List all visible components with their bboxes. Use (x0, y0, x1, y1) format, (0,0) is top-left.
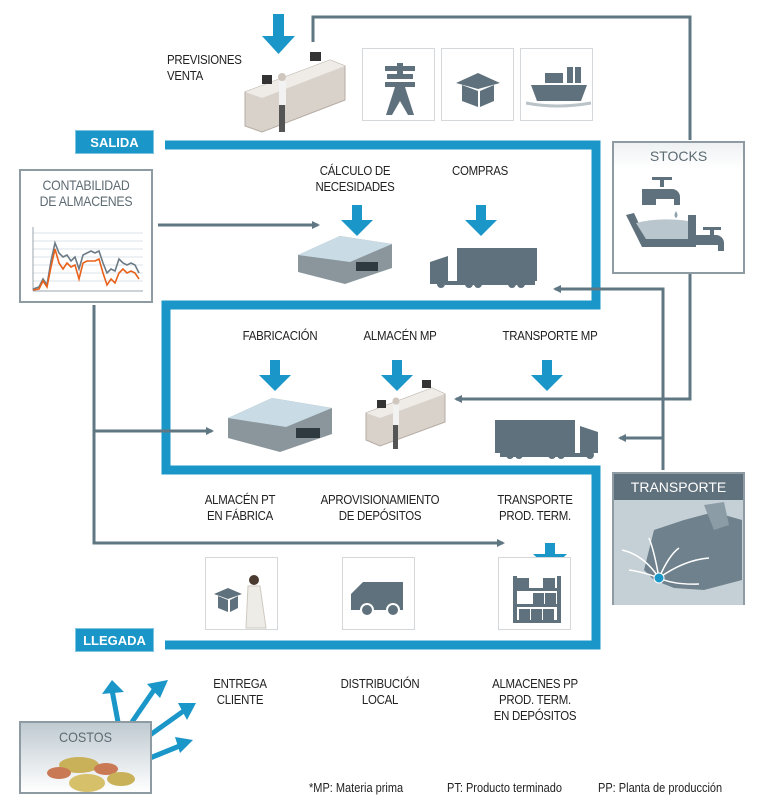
stocks-panel: STOCKS (612, 141, 745, 274)
costos-title: COSTOS (59, 729, 112, 745)
label-line: PREVISIONES (167, 52, 242, 67)
label-line: DE DEPÓSITOS (338, 508, 422, 523)
arrow-almacen-mp-icon (381, 360, 413, 391)
connector-stocks-to-previsiones (311, 15, 692, 140)
label-line: PROD. TERM. (499, 692, 571, 707)
arrow-calculo-icon (341, 205, 373, 236)
legend-pp: PP: Planta de producción (598, 781, 723, 795)
costos-panel: COSTOS (19, 721, 152, 794)
label-line: CONTABILIDAD (42, 177, 130, 193)
factory-building-illustration (228, 398, 332, 452)
europe-map-icon (614, 500, 743, 605)
icon-box-worker (205, 557, 278, 630)
label-line: VENTA (167, 68, 203, 83)
power-pylon-icon (385, 63, 415, 115)
entrega-cliente-label: ENTREGA CLIENTE (200, 676, 279, 708)
arrow-compras-icon (465, 205, 497, 236)
truck-transporte-mp-icon (495, 420, 598, 459)
fabricacion-label: FABRICACIÓN (242, 328, 318, 343)
faucet-tank-icon (626, 177, 724, 251)
coins-icon (47, 757, 135, 792)
open-box-icon (456, 73, 500, 107)
transporte-pt-label: TRANSPORTE PROD. TERM. (491, 492, 579, 524)
arrow-fabricacion-icon (259, 360, 291, 391)
label-line: LOCAL (361, 692, 399, 707)
transporte-title: TRANSPORTE (614, 474, 743, 500)
arrow-previsiones-icon (262, 14, 295, 54)
icon-box-box (441, 48, 514, 121)
transporte-panel: TRANSPORTE (612, 472, 745, 605)
worker-with-box-icon (214, 575, 267, 629)
connector-transporte-to-compras (553, 285, 665, 470)
calculo-necesidades-label: CÁLCULO DE NECESIDADES (307, 163, 404, 195)
distribucion-local-label: DISTRIBUCIÓN LOCAL (332, 676, 429, 708)
contabilidad-title: CONTABILIDAD DE ALMACENES (29, 177, 143, 209)
label-line: ALMACENES PP (492, 676, 578, 691)
stage-salida-tag: SALIDA (75, 130, 154, 154)
transporte-mp-label: TRANSPORTE MP (502, 328, 598, 343)
connector-contabilidad-down (92, 305, 505, 547)
previsiones-venta-label: PREVISIONES VENTA (167, 52, 242, 84)
label-line: EN DEPÓSITOS (493, 708, 577, 723)
flow-path-top-loop (161, 140, 601, 650)
icon-box-ship (520, 48, 593, 121)
label-line: ALMACÉN PT (204, 492, 276, 507)
warehouse-counter-illustration (365, 380, 446, 449)
flow-path (161, 140, 601, 650)
icon-box-shelf (498, 557, 571, 630)
label-line: DISTRIBUCIÓN (340, 676, 420, 691)
label-line: DE ALMACENES (39, 193, 133, 209)
label-line: APROVISIONAMIENTO (320, 492, 440, 507)
line-chart-icon (32, 227, 143, 292)
stocks-title: STOCKS (614, 143, 743, 169)
warehouse-building-illustration (298, 236, 392, 284)
arrow-transporte-mp-icon (531, 360, 563, 391)
icon-box-van (342, 557, 415, 630)
storage-shelf-icon (513, 576, 561, 623)
truck-compras-icon (430, 248, 537, 288)
legend-mp: *MP: Materia prima (309, 781, 404, 795)
almacenes-pp-label: ALMACENES PP PROD. TERM. EN DEPÓSITOS (487, 676, 584, 724)
connector-stocks-to-compras (454, 270, 692, 403)
arrow-transporte-pt-icon (533, 543, 567, 570)
label-line: CLIENTE (216, 692, 264, 707)
contabilidad-panel: CONTABILIDAD DE ALMACENES (19, 169, 153, 303)
cargo-ship-icon (525, 67, 592, 108)
almacen-pt-label: ALMACÉN PT EN FÁBRICA (196, 492, 284, 524)
label-line: ENTREGA (213, 676, 267, 691)
almacen-mp-label: ALMACÉN MP (363, 328, 437, 343)
blue-arrows (259, 14, 567, 570)
label-line: EN FÁBRICA (206, 508, 273, 523)
label-line: PROD. TERM. (499, 508, 571, 523)
delivery-van-icon (351, 582, 403, 617)
icon-box-power (362, 48, 435, 121)
sales-counter-illustration (244, 52, 346, 133)
aprovisionamiento-label: APROVISIONAMIENTO DE DEPÓSITOS (314, 492, 446, 524)
cost-arrowheads (102, 680, 196, 753)
label-line: TRANSPORTE (497, 492, 573, 507)
connectors (92, 15, 692, 547)
label-line: CÁLCULO DE (319, 163, 391, 178)
legend-pt: PT: Producto terminado (447, 781, 562, 795)
compras-label: COMPRAS (451, 163, 508, 178)
cost-arrows (109, 688, 187, 761)
label-line: NECESIDADES (315, 179, 395, 194)
stage-llegada-tag: LLEGADA (75, 628, 154, 652)
